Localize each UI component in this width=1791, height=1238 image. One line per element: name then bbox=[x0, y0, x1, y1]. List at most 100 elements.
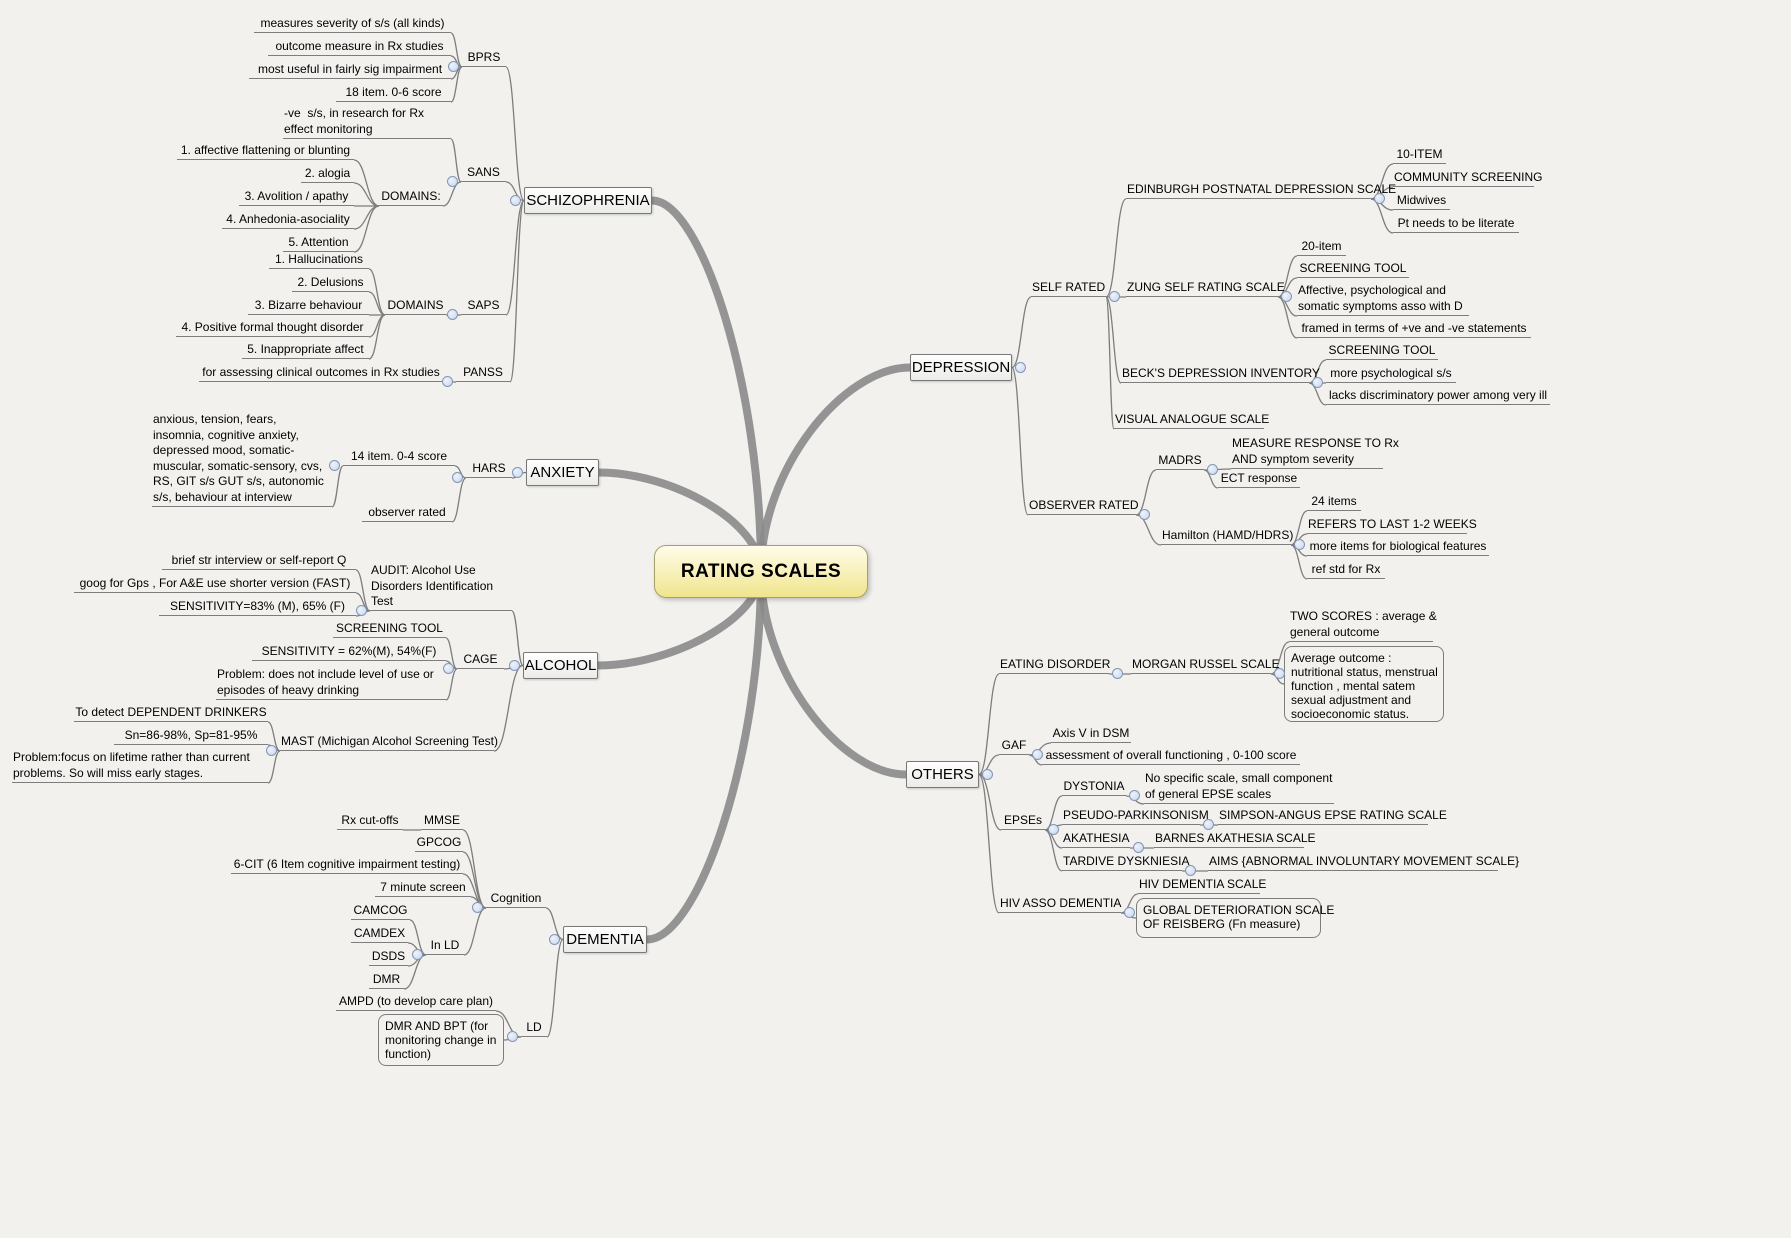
fold-icon-beck[interactable] bbox=[1312, 377, 1323, 388]
fold-icon-gaf[interactable] bbox=[1032, 749, 1043, 760]
node-beck[interactable]: BECK'S DEPRESSION INVENTORY bbox=[1121, 366, 1320, 383]
node-gaf[interactable]: GAF bbox=[999, 738, 1029, 755]
fold-icon-mast[interactable] bbox=[266, 745, 277, 756]
node-n_outcome[interactable]: outcome measure in Rx studies bbox=[268, 39, 451, 56]
fold-icon-schizophrenia[interactable] bbox=[510, 194, 521, 206]
fold-icon-ld[interactable] bbox=[507, 1031, 518, 1042]
fold-icon-tardive[interactable] bbox=[1185, 865, 1196, 876]
node-audit[interactable]: AUDIT: Alcohol Use Disorders Identificat… bbox=[370, 563, 512, 611]
node-depression[interactable]: DEPRESSION bbox=[910, 354, 1012, 381]
node-n_literate[interactable]: Pt needs to be literate bbox=[1393, 216, 1519, 233]
node-n_overallfn[interactable]: assessment of overall functioning , 0-10… bbox=[1042, 748, 1300, 765]
node-n_axisv[interactable]: Axis V in DSM bbox=[1051, 726, 1131, 743]
node-n_halluc[interactable]: 1. Hallucinations bbox=[269, 252, 369, 269]
node-n_morepsych[interactable]: more psychological s/s bbox=[1326, 366, 1456, 383]
node-selfrated[interactable]: SELF RATED bbox=[1031, 280, 1106, 297]
node-camcog[interactable]: CAMCOG bbox=[351, 903, 410, 920]
node-n_nospecific[interactable]: No specific scale, small component of ge… bbox=[1144, 771, 1334, 804]
node-panss[interactable]: PANSS bbox=[456, 365, 510, 382]
fold-icon-morgan[interactable] bbox=[1274, 668, 1285, 679]
node-n_ect[interactable]: ECT response bbox=[1218, 471, 1300, 488]
node-dmrbpt[interactable]: DMR AND BPT (for monitoring change in fu… bbox=[378, 1014, 504, 1066]
fold-icon-akathesia[interactable] bbox=[1133, 842, 1144, 853]
fold-icon-saps[interactable] bbox=[447, 309, 458, 320]
fold-icon-sans[interactable] bbox=[447, 176, 458, 187]
node-anxlist[interactable]: anxious, tension, fears, insomnia, cogni… bbox=[152, 412, 332, 507]
node-avgoutcome[interactable]: Average outcome : nutritional status, me… bbox=[1284, 646, 1444, 722]
node-reisberg[interactable]: GLOBAL DETERIORATION SCALE OF REISBERG (… bbox=[1136, 898, 1334, 938]
node-domains_saps[interactable]: DOMAINS bbox=[385, 298, 446, 315]
fold-icon-dystonia[interactable] bbox=[1129, 790, 1140, 801]
node-vas[interactable]: VISUAL ANALOGUE SCALE bbox=[1114, 412, 1269, 429]
node-domains_sans[interactable]: DOMAINS: bbox=[379, 189, 443, 206]
node-hivasso[interactable]: HIV ASSO DEMENTIA bbox=[999, 896, 1121, 913]
node-n_sens83[interactable]: SENSITIVITY=83% (M), 65% (F) bbox=[159, 599, 356, 616]
node-n_community[interactable]: COMMUNITY SCREENING bbox=[1393, 170, 1542, 187]
node-n_screentool_cage[interactable]: SCREENING TOOL bbox=[333, 621, 446, 638]
node-n_goog[interactable]: goog for Gps , For A&E use shorter versi… bbox=[74, 576, 356, 593]
node-anxiety[interactable]: ANXIETY bbox=[526, 459, 599, 486]
fold-icon-zung[interactable] bbox=[1281, 291, 1292, 302]
node-n_refstd[interactable]: ref std for Rx bbox=[1307, 562, 1385, 579]
node-n_twoscores[interactable]: TWO SCORES : average & general outcome bbox=[1289, 609, 1437, 642]
node-n_meas[interactable]: measures severity of s/s (all kinds) bbox=[254, 16, 451, 33]
node-morgan[interactable]: MORGAN RUSSEL SCALE bbox=[1131, 657, 1280, 674]
node-n_alogia[interactable]: 2. alogia bbox=[301, 166, 354, 183]
node-zung[interactable]: ZUNG SELF RATING SCALE bbox=[1126, 280, 1285, 297]
node-gpcog[interactable]: GPCOG bbox=[415, 835, 463, 852]
node-n_mastproblem[interactable]: Problem:focus on lifetime rather than cu… bbox=[12, 750, 268, 783]
fold-icon-alcohol[interactable] bbox=[509, 659, 520, 671]
node-item14[interactable]: 14 item. 0-4 score bbox=[343, 449, 455, 466]
fold-icon-depression[interactable] bbox=[1015, 361, 1026, 373]
node-ld[interactable]: LD bbox=[521, 1020, 547, 1037]
node-n_lacks[interactable]: lacks discriminatory power among very il… bbox=[1326, 388, 1550, 405]
node-camdex[interactable]: CAMDEX bbox=[351, 926, 408, 943]
node-n_anhed[interactable]: 4. Anhedonia-asociality bbox=[222, 212, 354, 229]
fold-icon-epses[interactable] bbox=[1048, 824, 1059, 835]
node-n_hivscale[interactable]: HIV DEMENTIA SCALE bbox=[1138, 877, 1266, 894]
node-n_10item[interactable]: 10-ITEM bbox=[1393, 147, 1446, 164]
node-n_vess[interactable]: -ve s/s, in research for Rx effect monit… bbox=[283, 106, 451, 139]
fold-icon-cognition[interactable] bbox=[472, 902, 483, 913]
node-observerrated[interactable]: OBSERVER RATED bbox=[1028, 498, 1139, 515]
node-root[interactable]: RATING SCALES bbox=[654, 545, 868, 598]
node-n_refers[interactable]: REFERS TO LAST 1-2 WEEKS bbox=[1307, 517, 1477, 534]
node-n_dependent[interactable]: To detect DEPENDENT DRINKERS bbox=[74, 705, 268, 722]
node-mast[interactable]: MAST (Michigan Alcohol Screening Test) bbox=[280, 734, 498, 751]
node-n_aims[interactable]: AIMS {ABNORMAL INVOLUNTARY MOVEMENT SCAL… bbox=[1208, 854, 1519, 871]
node-n_panssdesc[interactable]: for assessing clinical outcomes in Rx st… bbox=[199, 365, 443, 382]
node-dystonia[interactable]: DYSTONIA bbox=[1062, 779, 1126, 796]
node-n_delus[interactable]: 2. Delusions bbox=[292, 275, 369, 292]
node-n_avol[interactable]: 3. Avolition / apathy bbox=[239, 189, 354, 206]
node-n_attn[interactable]: 5. Attention bbox=[283, 235, 354, 252]
node-n_screening_beck[interactable]: SCREENING TOOL bbox=[1326, 343, 1438, 360]
fold-icon-inld[interactable] bbox=[412, 949, 423, 960]
node-n_screening_zung[interactable]: SCREENING TOOL bbox=[1297, 261, 1409, 278]
node-n_measureresp[interactable]: MEASURE RESPONSE TO Rx AND symptom sever… bbox=[1231, 436, 1399, 469]
node-madrs[interactable]: MADRS bbox=[1156, 453, 1204, 470]
node-n_7min[interactable]: 7 minute screen bbox=[375, 880, 471, 897]
node-saps[interactable]: SAPS bbox=[461, 298, 506, 315]
node-n_sens62[interactable]: SENSITIVITY = 62%(M), 54%(F) bbox=[252, 644, 446, 661]
node-n_briefstr[interactable]: brief str interview or self-report Q bbox=[162, 553, 356, 570]
node-n_18item[interactable]: 18 item. 0-6 score bbox=[336, 85, 451, 102]
node-dmr[interactable]: DMR bbox=[369, 972, 404, 989]
fold-icon-madrs[interactable] bbox=[1207, 464, 1218, 475]
fold-icon-hamilton[interactable] bbox=[1294, 539, 1305, 550]
fold-icon-observerrated[interactable] bbox=[1139, 509, 1150, 520]
node-n_ampd[interactable]: AMPD (to develop care plan) bbox=[336, 994, 496, 1011]
fold-icon-eating[interactable] bbox=[1112, 668, 1123, 679]
node-cognition[interactable]: Cognition bbox=[486, 891, 546, 908]
node-n_24items[interactable]: 24 items bbox=[1307, 494, 1361, 511]
node-epses[interactable]: EPSEs bbox=[1001, 813, 1045, 830]
fold-icon-audit[interactable] bbox=[356, 605, 367, 616]
node-pseudopark[interactable]: PSEUDO-PARKINSONISM bbox=[1062, 808, 1209, 825]
node-n_observer[interactable]: observer rated bbox=[362, 505, 452, 522]
node-n_bioitems[interactable]: more items for biological features bbox=[1307, 539, 1489, 556]
node-others[interactable]: OTHERS bbox=[906, 761, 979, 788]
fold-icon-panss[interactable] bbox=[442, 376, 453, 387]
node-hars[interactable]: HARS bbox=[466, 461, 512, 478]
node-n_useful[interactable]: most useful in fairly sig impairment bbox=[249, 62, 451, 79]
node-n_rxcutoffs[interactable]: Rx cut-offs bbox=[337, 813, 403, 830]
fold-icon-item14[interactable] bbox=[329, 460, 340, 471]
